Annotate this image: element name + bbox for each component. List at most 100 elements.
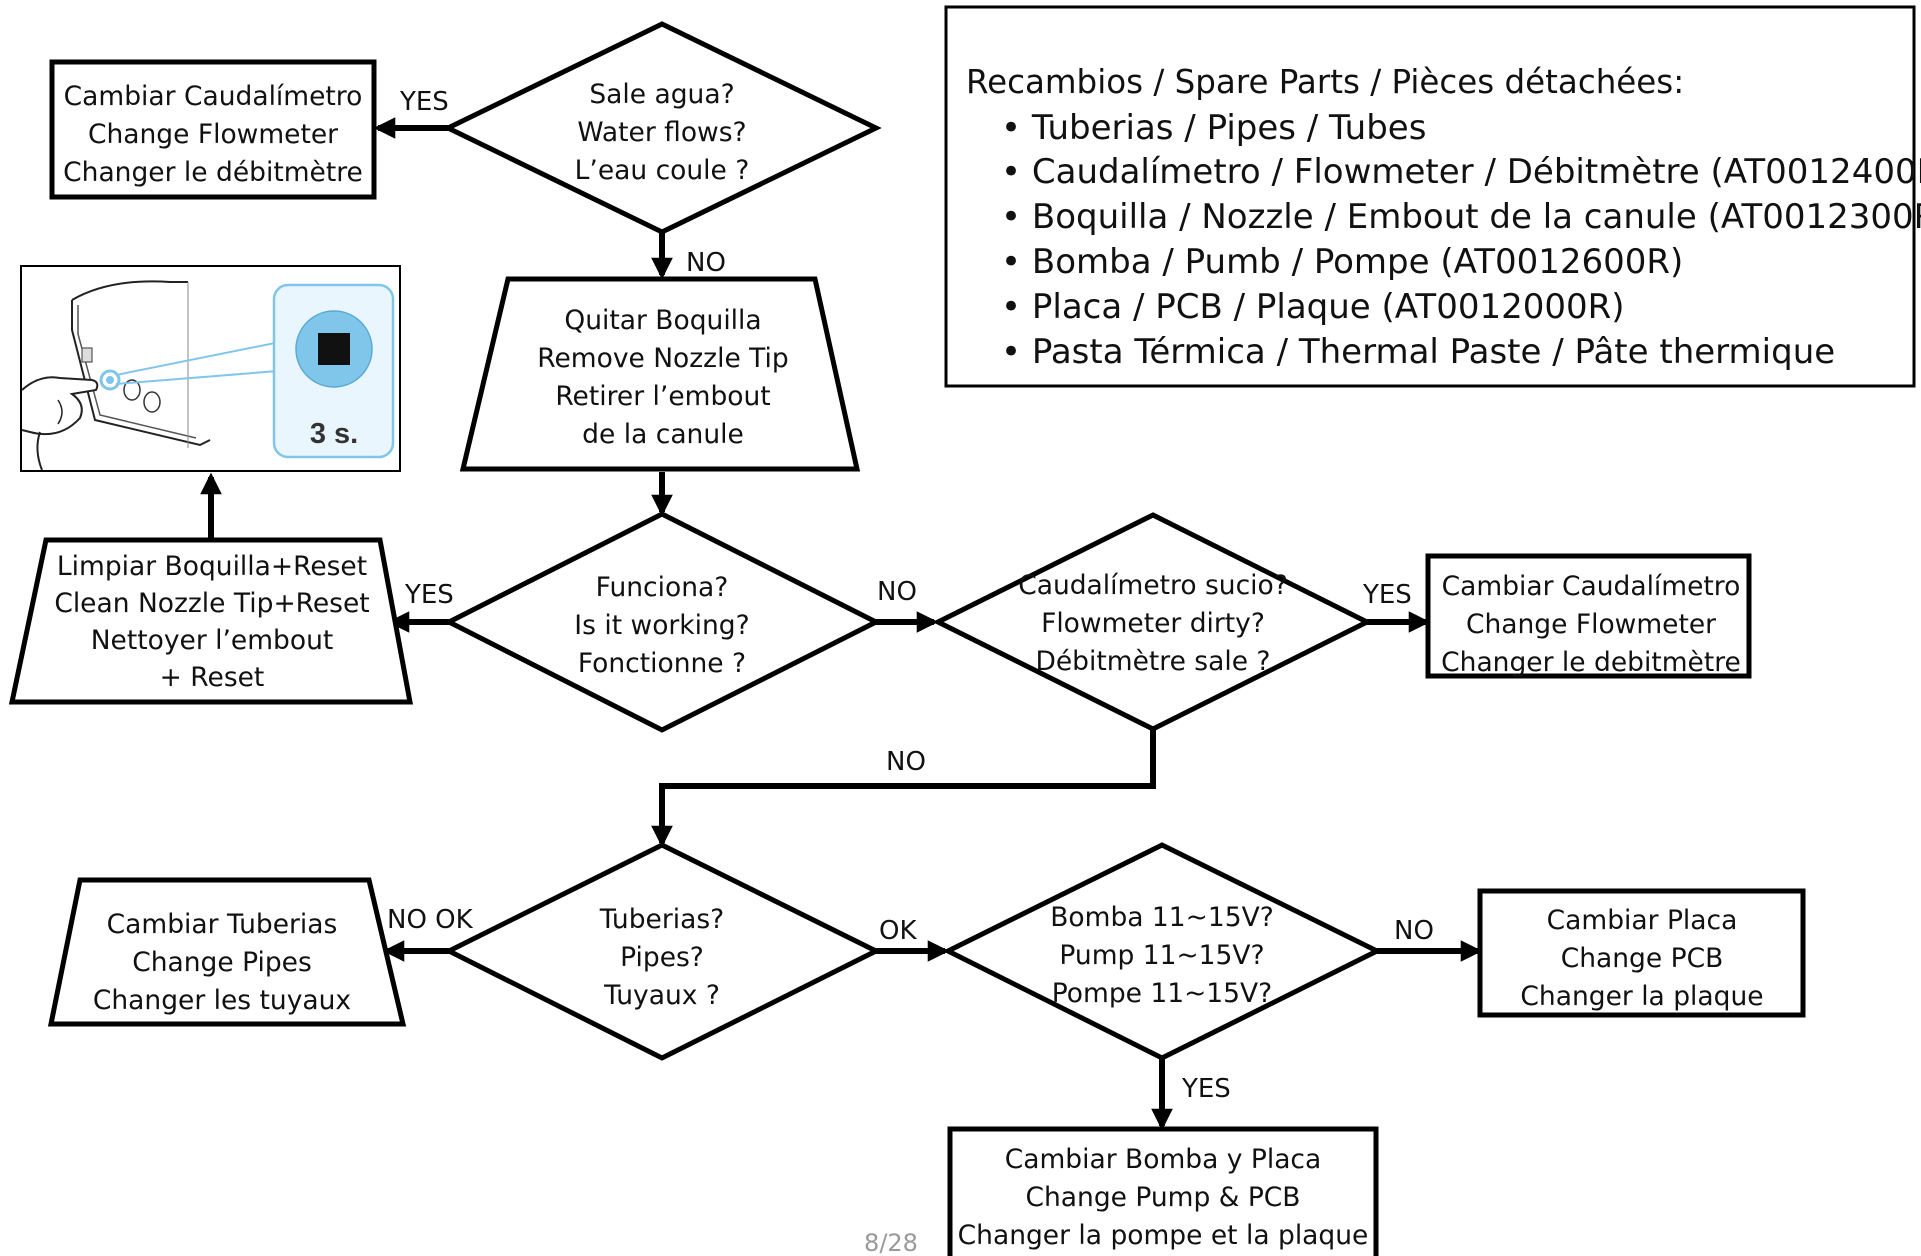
hold-time-label: 3 s.: [310, 418, 358, 450]
label-pipes-ok: OK: [879, 916, 917, 946]
edge-dirty-no: [651, 729, 1156, 848]
change-pcb-line-1: Cambiar Placa: [1547, 905, 1738, 936]
svg-text:• Pasta Térmica / Thermal Past: • Pasta Térmica / Thermal Paste / Pâte t…: [1001, 332, 1835, 372]
pump-voltage-line-1: Bomba 11~15V?: [1050, 902, 1274, 933]
connectors: [200, 117, 1483, 1131]
change-flowmeter-top-line-1: Cambiar Caudalímetro: [64, 81, 363, 112]
clean-nozzle-line-3: Nettoyer l’embout: [91, 625, 334, 656]
label-dirty-yes: YES: [1362, 580, 1412, 610]
pipes-line-1: Tuberias?: [599, 904, 724, 935]
change-pcb-line-2: Change PCB: [1561, 943, 1724, 974]
spare-parts-title: Recambios / Spare Parts / Pièces détaché…: [966, 63, 1684, 101]
svg-text:Sale agua?Water flows?L’eau co: Sale agua? Water flows? L’eau coule ?: [575, 79, 750, 186]
label-water-yes: YES: [399, 87, 449, 117]
pipes-line-2: Pipes?: [620, 942, 704, 973]
svg-text:Funciona?Is it working?Fonctio: Funciona? Is it working? Fonctionne ?: [574, 572, 749, 679]
label-dirty-no: NO: [886, 747, 926, 777]
svg-text:Caudalímetro sucio?Flowmeter d: Caudalímetro sucio? Flowmeter dirty? Débit…: [1018, 570, 1288, 677]
svg-text:• Placa / PCB / Plaque (AT0012: • Placa / PCB / Plaque (AT0012000R): [1001, 287, 1625, 327]
node-is-it-working: Funciona? Is it working? Fonctionne ?: [443, 511, 882, 733]
change-flowmeter-right-line-2: Change Flowmeter: [1466, 609, 1716, 640]
label-working-no: NO: [877, 577, 917, 607]
water-flows-line-3: L’eau coule ?: [575, 155, 750, 186]
label-pump-yes: YES: [1181, 1074, 1231, 1104]
label-water-no: NO: [686, 248, 726, 278]
change-flowmeter-top-line-2: Change Flowmeter: [88, 119, 338, 150]
flowmeter-dirty-line-1: Caudalímetro sucio?: [1018, 570, 1288, 601]
stop-button-icon: [318, 333, 350, 365]
spare-part-item: Bomba / Pumb / Pompe (AT0012600R): [1032, 242, 1683, 282]
svg-text:• Tuberias / Pipes / Tubes: • Tuberias / Pipes / Tubes: [1001, 108, 1426, 148]
flowmeter-dirty-line-2: Flowmeter dirty?: [1041, 608, 1265, 639]
node-flowmeter-dirty: Caudalímetro sucio? Flowmeter dirty? Débit…: [932, 512, 1373, 732]
spare-parts-panel: Recambios / Spare Parts / Pièces détaché…: [944, 5, 1921, 388]
change-pipes-line-2: Change Pipes: [132, 947, 312, 978]
change-pcb-line-3: Changer la plaque: [1520, 981, 1763, 1012]
clean-nozzle-line-1: Limpiar Boquilla+Reset: [57, 551, 367, 582]
change-flowmeter-right-line-3: Changer le debitmètre: [1441, 647, 1741, 678]
remove-nozzle-line-2: Remove Nozzle Tip: [537, 343, 788, 374]
clean-nozzle-line-4: + Reset: [160, 662, 265, 693]
node-pump-voltage: Bomba 11~15V? Pump 11~15V? Pompe 11~15V?: [942, 842, 1383, 1061]
bullet: •: [1001, 197, 1032, 237]
change-flowmeter-top-line-3: Changer le débitmètre: [63, 157, 363, 188]
svg-text:Bomba 11~15V?Pump 11~15V?Pompe: Bomba 11~15V? Pump 11~15V? Pompe 11~15V?: [1050, 902, 1274, 1009]
reset-button-illustration: 3 s.: [20, 265, 401, 472]
pipes-line-3: Tuyaux ?: [603, 980, 720, 1011]
spare-part-item: Pasta Térmica / Thermal Paste / Pâte the…: [1032, 332, 1835, 372]
change-pipes-line-3: Changer les tuyaux: [93, 985, 351, 1016]
remove-nozzle-line-1: Quitar Boquilla: [564, 305, 761, 336]
svg-text:• Bomba / Pumb / Pompe (AT0012: • Bomba / Pumb / Pompe (AT0012600R): [1001, 242, 1683, 282]
svg-text:• Caudalímetro / Flowmeter / D: • Caudalímetro / Flowmeter / Débitmètre …: [1001, 152, 1921, 192]
bullet: •: [1001, 287, 1032, 327]
water-flows-line-1: Sale agua?: [589, 79, 734, 110]
flowmeter-dirty-line-3: Débitmètre sale ?: [1035, 646, 1270, 677]
is-it-working-line-2: Is it working?: [574, 610, 749, 641]
bullet: •: [1001, 152, 1032, 192]
label-working-yes: YES: [404, 580, 454, 610]
change-pipes-line-1: Cambiar Tuberias: [107, 909, 338, 940]
svg-text:Tuberias?Pipes?Tuyaux ?: Tuberias? Pipes? Tuyaux ?: [599, 904, 724, 1011]
node-pipes: Tuberias? Pipes? Tuyaux ?: [443, 842, 882, 1061]
pump-voltage-line-3: Pompe 11~15V?: [1052, 978, 1272, 1009]
clean-nozzle-line-2: Clean Nozzle Tip+Reset: [54, 588, 369, 619]
water-flows-line-2: Water flows?: [577, 117, 746, 148]
is-it-working-line-1: Funciona?: [596, 572, 729, 603]
change-flowmeter-right-line-1: Cambiar Caudalímetro: [1442, 571, 1741, 602]
edge-labels: YES NO YES NO YES NO NO OK OK NO YES: [387, 87, 1434, 1104]
is-it-working-line-3: Fonctionne ?: [578, 648, 746, 679]
bullet: •: [1001, 242, 1032, 282]
pump-voltage-line-2: Pump 11~15V?: [1059, 940, 1264, 971]
change-pump-pcb-line-2: Change Pump & PCB: [1025, 1182, 1300, 1213]
remove-nozzle-line-3: Retirer l’embout: [555, 381, 770, 412]
spare-part-item: Boquilla / Nozzle / Embout de la canule …: [1032, 197, 1921, 237]
change-pump-pcb-line-3: Changer la pompe et la plaque: [958, 1220, 1369, 1251]
label-pump-no: NO: [1394, 916, 1434, 946]
change-pump-pcb-line-1: Cambiar Bomba y Placa: [1005, 1144, 1322, 1175]
page-number: 8/28: [864, 1229, 918, 1256]
remove-nozzle-line-4: de la canule: [582, 419, 744, 450]
bullet: •: [1001, 108, 1032, 148]
bullet: •: [1001, 332, 1032, 372]
node-water-flows: Sale agua? Water flows? L’eau coule ?: [442, 21, 882, 235]
svg-text:• Boquilla / Nozzle / Embout d: • Boquilla / Nozzle / Embout de la canul…: [1001, 197, 1921, 237]
spare-part-item: Tuberias / Pipes / Tubes: [1031, 108, 1427, 148]
spare-part-item: Placa / PCB / Plaque (AT0012000R): [1032, 287, 1625, 327]
label-pipes-no-ok: NO OK: [387, 905, 474, 935]
spare-part-item: Caudalímetro / Flowmeter / Débitmètre (A…: [1032, 152, 1921, 192]
